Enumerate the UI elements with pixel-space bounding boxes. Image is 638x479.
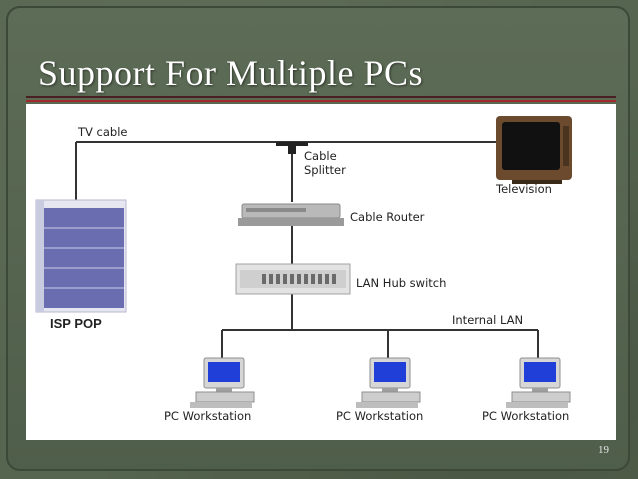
tv-cable-label: TV cable (77, 125, 128, 139)
pc-workstation-icon (506, 357, 571, 408)
network-diagram: TV cable Cable Splitter Television Cable… (35, 116, 572, 423)
pc-workstation-label: PC Workstation (482, 409, 569, 423)
cable-router-icon (238, 203, 344, 226)
pc-workstation-icon (356, 357, 421, 408)
cable-splitter-icon (276, 142, 308, 154)
pc-workstation-label: PC Workstation (336, 409, 423, 423)
isp-pop-label: ISP POP (50, 316, 102, 331)
cable-router-label: Cable Router (350, 210, 425, 224)
isp-pop-rack-icon (35, 199, 127, 313)
television-label: Television (495, 182, 552, 196)
television-icon (496, 116, 572, 184)
title-divider-dark (26, 96, 616, 98)
lan-hub-switch-label: LAN Hub switch (356, 276, 446, 290)
pc-workstation-label: PC Workstation (164, 409, 251, 423)
lan-hub-switch-icon (235, 263, 351, 295)
title-divider-red (26, 100, 616, 102)
pc-workstation-icon (190, 357, 255, 408)
cable-splitter-label-line2: Splitter (304, 163, 346, 177)
cable-splitter-label-line1: Cable (304, 149, 337, 163)
internal-lan-label: Internal LAN (452, 313, 523, 327)
page-number: 19 (598, 444, 609, 456)
slide-title: Support For Multiple PCs (38, 53, 424, 93)
